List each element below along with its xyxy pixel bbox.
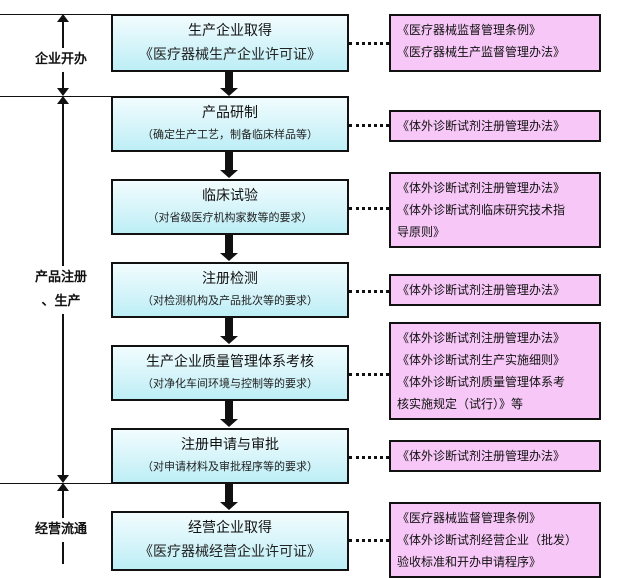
phase-divider-2 [0, 483, 112, 484]
phase-arrow-up-icon [57, 96, 69, 104]
phase-label-company-setup: 企业开办 [26, 48, 96, 72]
connector-dotted [349, 456, 389, 459]
regulation-box: 《体外诊断试剂注册管理办法》 《体外诊断试剂生产实施细则》 《体外诊断试剂质量管… [389, 322, 601, 420]
phase-arrow-down-icon [57, 88, 69, 96]
regulation-box: 《医疗器械监督管理条例》 《体外诊断试剂经营企业（批发） 验收标准和开办申请程序… [389, 502, 601, 578]
flow-arrow-icon [220, 318, 238, 344]
connector-dotted [349, 207, 389, 210]
step-distribution-license: 经营企业取得 《医疗器械经营企业许可证》 [111, 511, 349, 571]
regulation-box: 《体外诊断试剂注册管理办法》 [389, 274, 601, 306]
regulation-box: 《体外诊断试剂注册管理办法》 [389, 110, 601, 142]
flow-arrow-icon [220, 484, 238, 510]
phase-arrow-up-icon [57, 14, 69, 22]
connector-dotted [349, 124, 389, 127]
regulation-box: 《体外诊断试剂注册管理办法》 《体外诊断试剂临床研究技术指 导原则》 [389, 172, 601, 248]
regulation-box: 《体外诊断试剂注册管理办法》 [389, 440, 601, 472]
step-clinical-trial: 临床试验 （对省级医疗机构家数等的要求） [111, 179, 349, 235]
regulation-box: 《医疗器械监督管理条例》 《医疗器械生产监督管理办法》 [389, 14, 601, 72]
connector-dotted [349, 42, 389, 45]
flow-arrow-icon [220, 235, 238, 261]
phase-divider-top [0, 14, 112, 15]
step-production-license: 生产企业取得 《医疗器械生产企业许可证》 [111, 14, 349, 72]
step-registration-approval: 注册申请与审批 （对申请材料及审批程序等的要求） [111, 428, 349, 484]
flow-arrow-icon [220, 72, 238, 96]
step-product-development: 产品研制 （确定生产工艺，制备临床样品等） [111, 96, 349, 152]
connector-dotted [349, 539, 389, 542]
flow-arrow-icon [220, 152, 238, 178]
phase-divider-1 [0, 96, 112, 97]
step-quality-system-audit: 生产企业质量管理体系考核 （对净化车间环境与控制等的要求） [111, 345, 349, 401]
connector-dotted [349, 373, 389, 376]
connector-dotted [349, 290, 389, 293]
phase-label-distribution: 经营流通 [26, 518, 96, 542]
step-registration-testing: 注册检测 （对检测机构及产品批次等的要求） [111, 262, 349, 318]
phase-arrow-up-icon [57, 483, 69, 491]
phase-arrow-down-icon [57, 475, 69, 483]
flow-arrow-icon [220, 401, 238, 427]
phase-label-registration-production: 产品注册 、生产 [26, 266, 96, 314]
